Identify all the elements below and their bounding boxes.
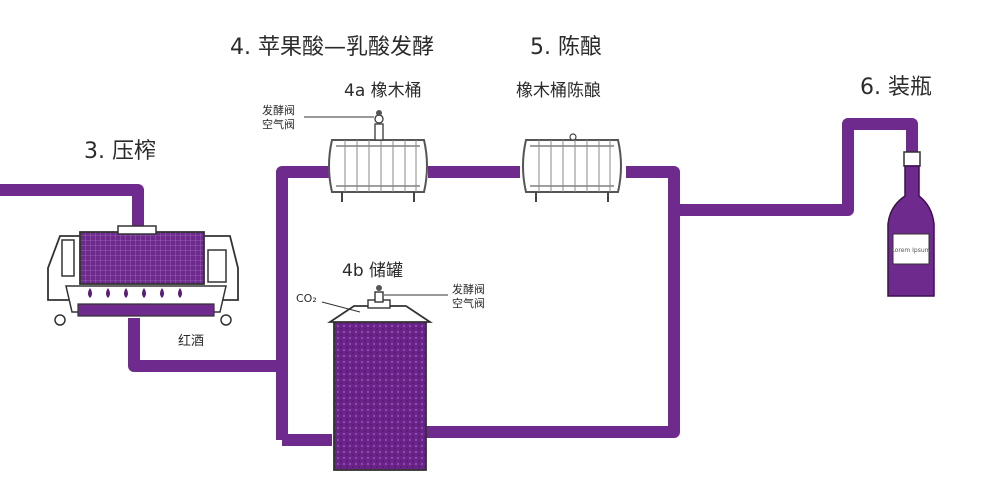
barrel-aging <box>522 133 622 202</box>
airlock-2b-label: 空气阀 <box>452 296 485 310</box>
pipe-press-to-loop <box>128 318 282 372</box>
barrel-aging-label: 橡木桶陈酿 <box>516 81 601 101</box>
red-wine-label: 红酒 <box>178 333 204 349</box>
pipe-to-bottle <box>674 118 918 216</box>
step-press-label: 3. 压榨 <box>84 139 156 164</box>
barrel-4a <box>304 110 428 202</box>
barrel-4a-label: 4a 橡木桶 <box>344 81 422 101</box>
airlock-1-label: 发酵阀 <box>262 103 295 117</box>
pipe-inlet <box>0 184 144 232</box>
co2-label: CO₂ <box>296 292 317 305</box>
airlock-2-label: 发酵阀 <box>452 282 485 296</box>
press-drops <box>88 288 182 298</box>
bottle-label-text: Lorem Ipsum <box>891 247 930 254</box>
co2-leader <box>321 301 361 313</box>
pipe-left-riser <box>276 166 330 440</box>
step-bottling-label: 6. 装瓶 <box>860 75 932 100</box>
tank-4b-label: 4b 储罐 <box>342 261 403 281</box>
wine-press <box>47 225 239 326</box>
step-mlf-label: 4. 苹果酸—乳酸发酵 <box>230 35 434 60</box>
storage-tank-4b <box>321 285 448 471</box>
wine-bottle: Lorem Ipsum <box>887 151 935 297</box>
pipes <box>0 118 918 446</box>
pipe-right-loop <box>420 166 680 438</box>
airlock-1b-label: 空气阀 <box>262 117 295 131</box>
step-aging-label: 5. 陈酿 <box>530 35 602 60</box>
